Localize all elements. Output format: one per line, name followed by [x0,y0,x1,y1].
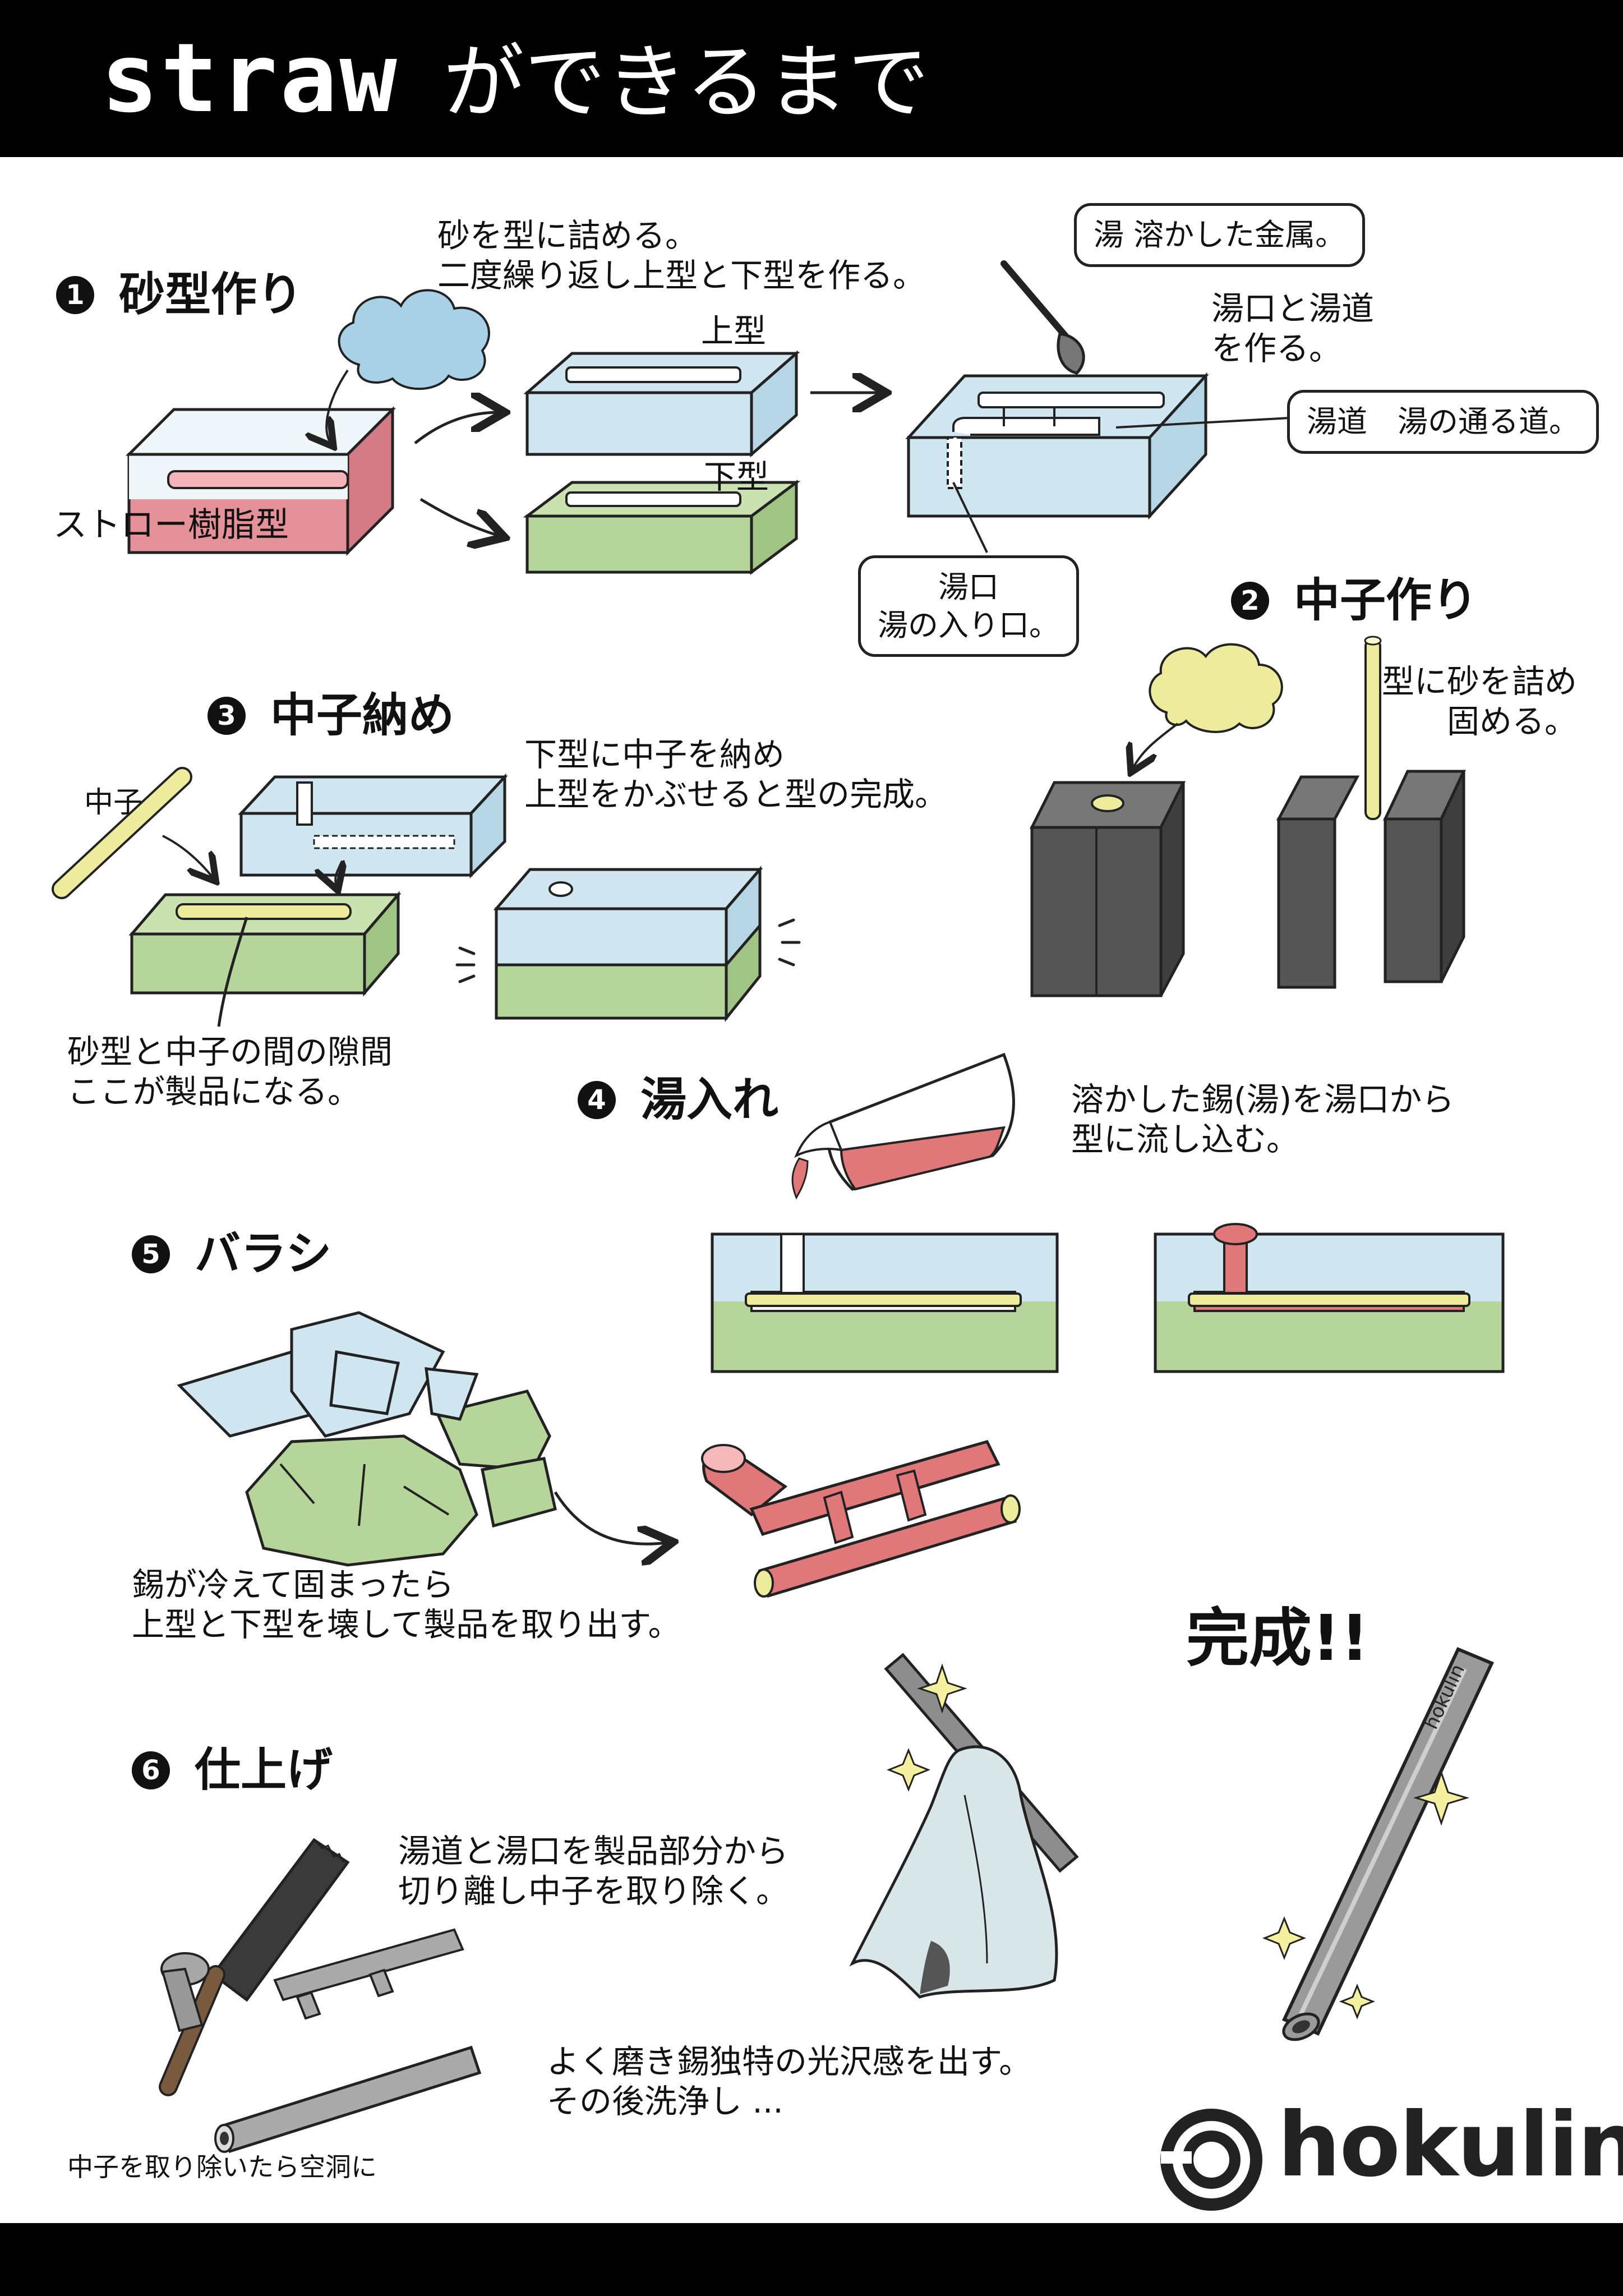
upper-mold [523,350,800,458]
step-label: 湯入れ [640,1073,779,1126]
gate-runner-note: 湯口と湯道 を作る。 [1211,289,1375,367]
cast-product [701,1440,1021,1598]
step-label: バラシ [195,1227,332,1281]
polish-note: よく磨き錫独特の光沢感を出す。 その後洗浄し ... [547,2042,1032,2120]
sand-cloud-blue [326,289,490,443]
step5-description: 錫が冷えて固まったら 上型と下型を壊して製品を取り出す。 [132,1566,681,1644]
step4-description: 溶かした錫(湯)を湯口から 型に流し込む。 [1071,1080,1455,1158]
step6-description: 湯道と湯口を製品部分から 切り離し中子を取り除く。 [398,1832,789,1910]
core-label: 中子 [84,786,143,820]
step-number: 1 [56,276,94,314]
step2-description: 型に砂を詰め 固める。 [1382,662,1578,740]
upper-mold-with-gate [238,773,508,879]
hokulin-logo: hokulin [1161,2101,1623,2189]
title-english: straw [101,23,399,134]
mold-section-after [1154,1223,1505,1373]
complete-label: 完成!! [1186,1602,1370,1675]
mold-section-before [711,1232,1059,1373]
removed-sprue [160,1928,464,2032]
step-5-heading: 5 バラシ [132,1231,331,1277]
step-3-heading: 3 中子納め [208,693,454,739]
assembled-mold [455,866,801,1023]
molten-metal-bubble: 湯 溶かした金属。 [1074,203,1366,267]
step-number: 5 [132,1235,170,1273]
closed-core-box [1029,781,1186,997]
open-core-box [1276,636,1466,989]
core-rod [52,767,192,899]
sand-cloud-yellow [1133,643,1283,769]
hollow-note: 中子を取り除いたら空洞に [67,2152,377,2182]
step-1-heading: 1 砂型作り [56,272,303,318]
lower-mold-with-core [128,891,402,997]
broken-mold-pile [177,1311,557,1567]
step-6-heading: 6 仕上げ [132,1747,333,1793]
runner-bubble: 湯道 湯の通る道。 [1287,390,1599,454]
sprue-bubble: 湯口 湯の入り口。 [858,555,1079,657]
step-label: 仕上げ [195,1743,333,1797]
resin-mold-label: ストロー樹脂型 [53,505,289,545]
step-4-heading: 4 湯入れ [578,1077,778,1123]
polishing-cloth [849,1653,1079,1999]
gap-note: 砂型と中子の間の隙間 ここが製品になる。 [67,1033,393,1111]
title-japanese: ができるまで [443,35,930,130]
step-number: 4 [578,1081,616,1119]
step1-description: 砂を型に詰める。 二度繰り返し上型と下型を作る。 [437,217,926,295]
upper-mold-label: 上型 [701,312,767,350]
mold-with-channels [905,372,1209,520]
hokulin-swirl-icon [1160,2109,1262,2211]
hollow-straw [214,2045,482,2154]
resin-mold-box [125,406,396,556]
step-number: 2 [1231,582,1269,620]
step-label: 中子納め [270,689,455,742]
step-number: 3 [208,697,246,735]
step-label: 砂型作り [119,268,303,321]
title-bar: straw ができるまで [0,0,1623,157]
step-number: 6 [132,1751,170,1789]
logo-text: hokulin [1278,2093,1623,2197]
finished-straw: hokulin [1262,1647,1495,2041]
lower-mold-label: 下型 [704,458,769,496]
step3-description: 下型に中子を納め 上型をかぶせると型の完成。 [524,735,948,813]
lower-mold [523,480,801,575]
step-label: 中子作り [1294,574,1478,627]
footer-bar [0,2223,1623,2296]
ladle-pouring [791,1052,1015,1200]
ladle-spoon-icon [1000,260,1085,375]
saw-icon [159,1838,350,2096]
step-2-heading: 2 中子作り [1231,578,1478,624]
